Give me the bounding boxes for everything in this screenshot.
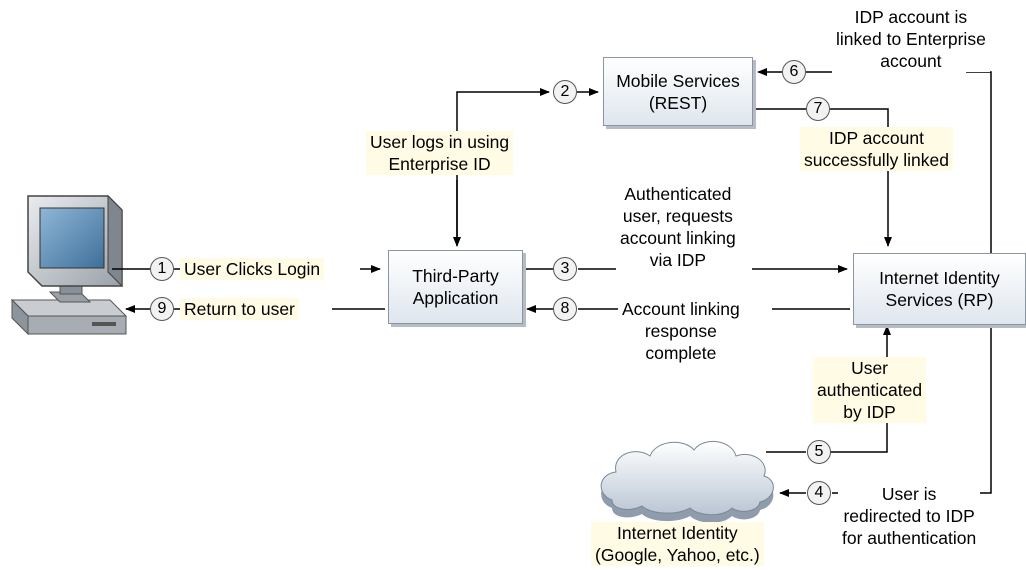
internet-identity-line-1: Internet Identity — [617, 523, 738, 543]
step-4-label-line: User is — [881, 484, 937, 504]
desktop-computer-icon — [10, 194, 128, 336]
step-2-label-line: Enterprise ID — [388, 154, 491, 174]
step-5-marker: 5 — [807, 440, 831, 464]
step-1-marker: 1 — [150, 257, 174, 281]
third-party-line-2: Application — [412, 288, 499, 308]
step-3-label: Authenticated user, requests account lin… — [616, 183, 740, 271]
internet-identity-label: Internet Identity (Google, Yahoo, etc.) — [591, 522, 764, 566]
step-7-label: IDP account successfully linked — [800, 127, 953, 171]
step-8-label: Account linking response complete — [618, 298, 744, 364]
step-6-label: IDP account is linked to Enterprise acco… — [832, 6, 990, 72]
step-7-marker: 7 — [806, 97, 830, 121]
step-4-label: User is redirected to IDP for authentica… — [838, 483, 981, 549]
step-6-marker: 6 — [782, 60, 806, 84]
internet-identity-line-2: (Google, Yahoo, etc.) — [595, 545, 760, 565]
step-5-label-line: authenticated — [817, 380, 923, 400]
step-3-label-line: Authenticated — [624, 184, 732, 204]
identity-services-line-2: Services (RP) — [885, 290, 994, 310]
step-9-marker: 9 — [150, 297, 174, 321]
arrow-7 — [830, 108, 892, 247]
step-6-label-line: account — [880, 51, 942, 71]
step-7-label-line: IDP account — [828, 128, 924, 148]
step-2-label-line: User logs in using — [370, 132, 510, 152]
step-6-label-line: IDP account is — [854, 7, 968, 27]
step-2-marker: 2 — [553, 80, 577, 104]
step-2-label: User logs in using Enterprise ID — [366, 131, 514, 175]
step-3-label-line: via IDP — [649, 250, 707, 270]
step-1-label-line: User Clicks Login — [184, 259, 321, 279]
step-9-label-line: Return to user — [184, 299, 295, 319]
third-party-application-box: Third-Party Application — [388, 250, 523, 324]
step-8-label-line: response — [644, 321, 717, 341]
cloud-icon — [600, 441, 774, 523]
step-4-label-line: redirected to IDP — [843, 506, 975, 526]
step-3-marker: 3 — [553, 257, 577, 281]
step-5-label-line: by IDP — [843, 402, 896, 422]
step-8-label-line: Account linking — [622, 299, 740, 319]
step-5-label: User authenticated by IDP — [813, 357, 927, 423]
step-1-label: User Clicks Login — [180, 258, 325, 280]
third-party-line-1: Third-Party — [412, 266, 499, 286]
step-3-label-line: user, requests — [622, 206, 733, 226]
step-7-label-line: successfully linked — [804, 150, 949, 170]
step-5-label-line: User — [851, 358, 889, 378]
step-6-label-line: linked to Enterprise — [836, 29, 986, 49]
step-4-marker: 4 — [807, 481, 831, 505]
mobile-services-box: Mobile Services (REST) — [603, 57, 753, 126]
mobile-services-line-2: (REST) — [648, 92, 708, 113]
step-4-label-line: for authentication — [842, 528, 977, 548]
step-8-label-line: complete — [645, 343, 717, 363]
step-9-label: Return to user — [180, 298, 299, 320]
mobile-services-line-1: Mobile Services — [616, 70, 740, 91]
internet-identity-services-box: Internet Identity Services (RP) — [853, 253, 1026, 325]
step-3-label-line: account linking — [620, 228, 736, 248]
identity-services-line-1: Internet Identity — [879, 268, 1000, 288]
step-8-marker: 8 — [553, 297, 577, 321]
